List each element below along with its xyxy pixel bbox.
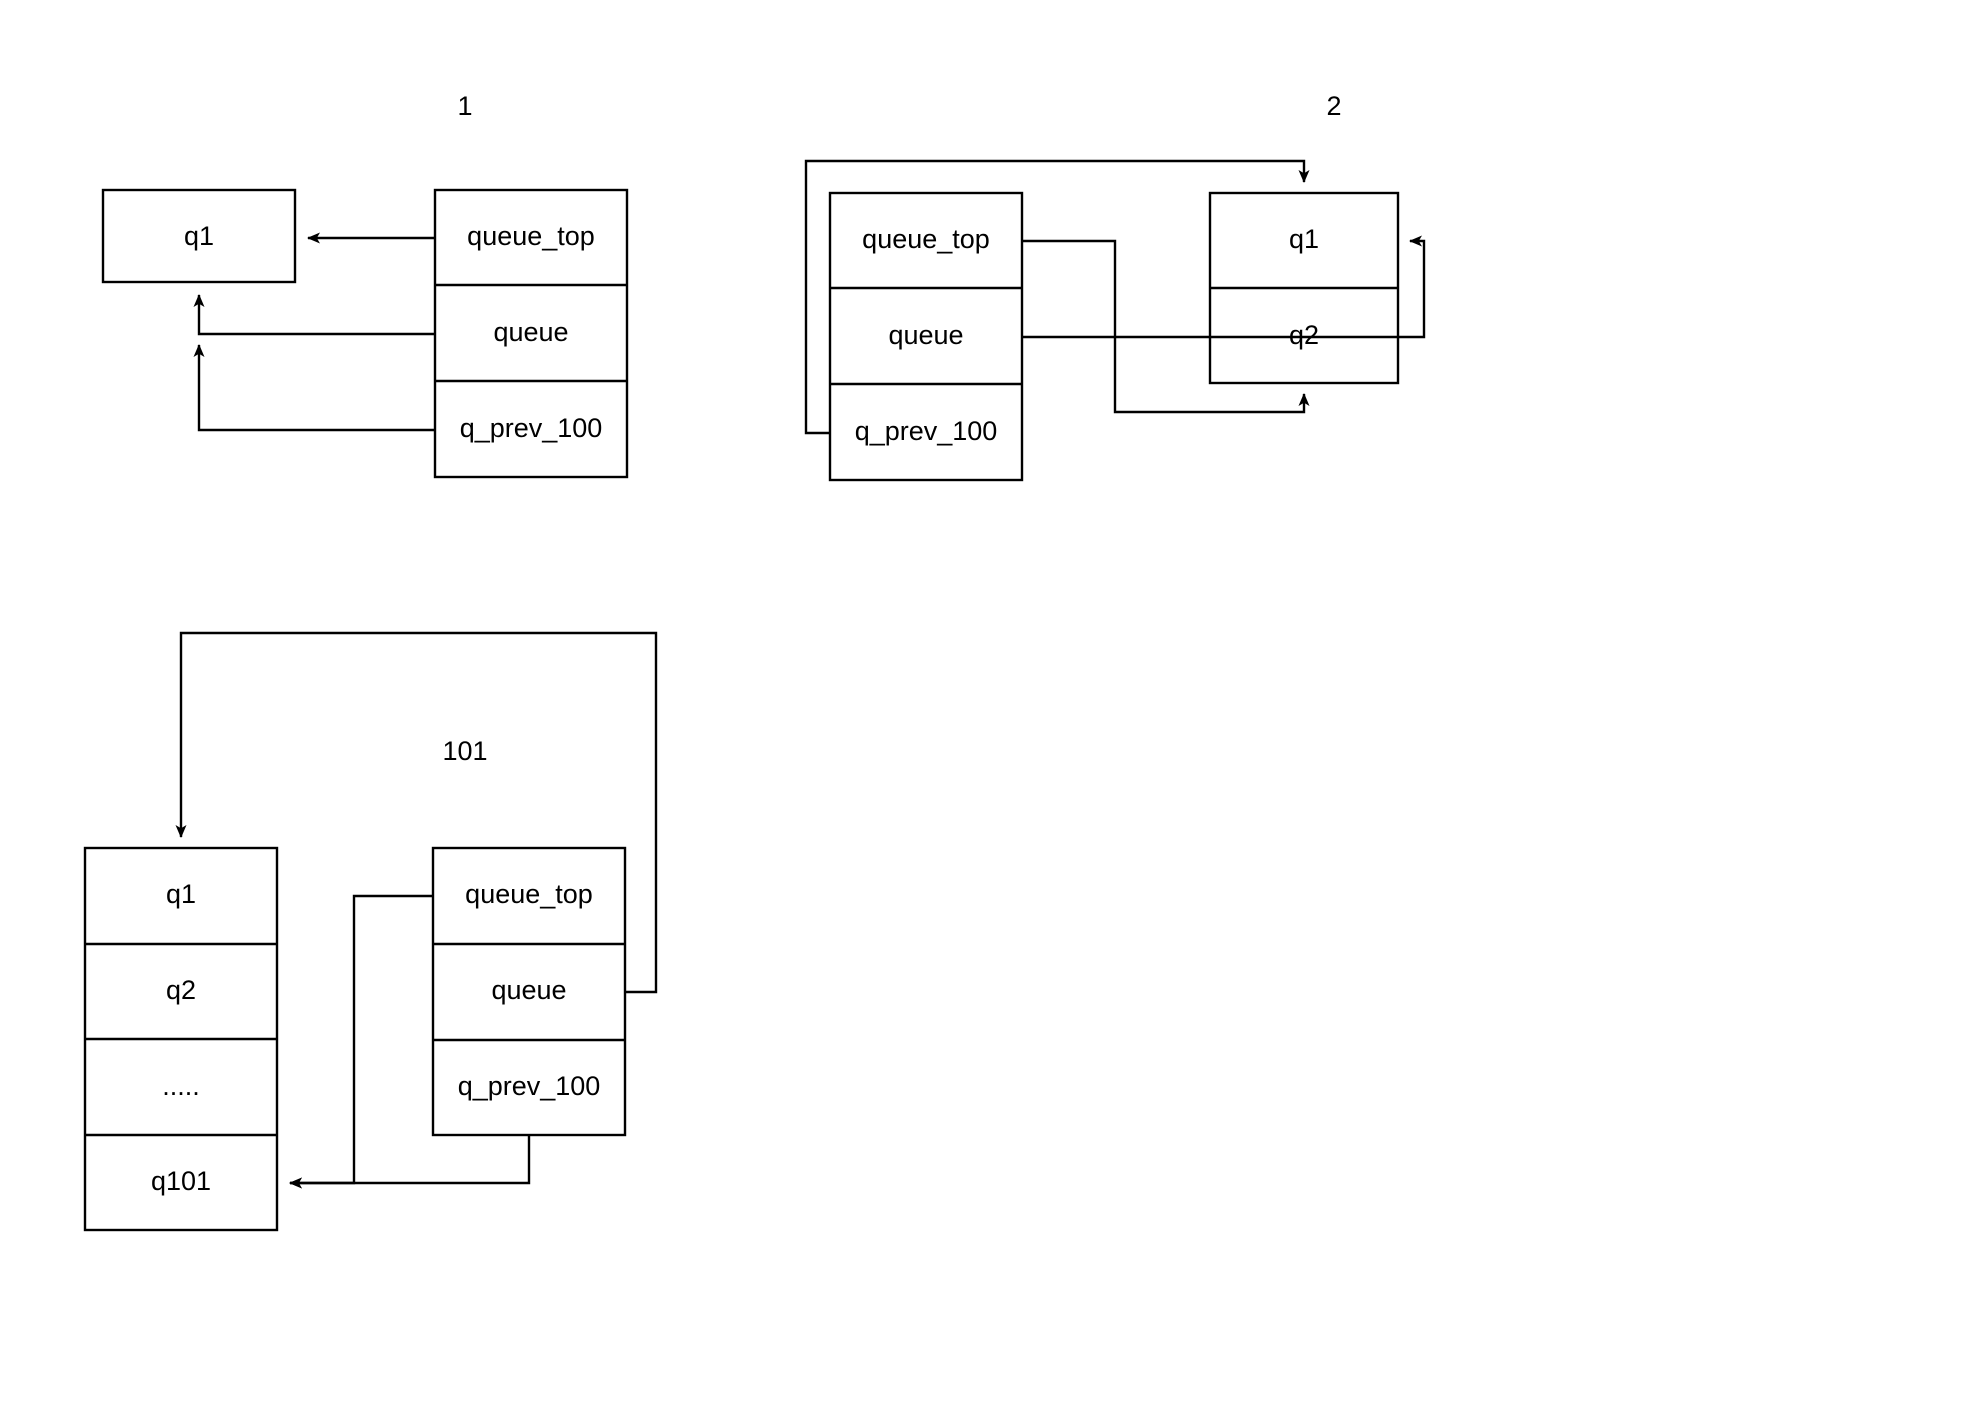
- connector-1-q-prev-100-to-q1: [193, 344, 435, 432]
- connector-2-queue-to-q1: [1022, 235, 1426, 339]
- struct-3-row-q-prev-100: q_prev_100: [458, 1071, 601, 1101]
- queue-struct-1: queue_top queue q_prev_100: [433, 188, 629, 479]
- q-array-2-cell-q2: q2: [1289, 320, 1319, 350]
- struct-2-row-queue-top: queue_top: [862, 224, 990, 254]
- panel-2-title: 2: [1326, 91, 1341, 121]
- connector-1-queue-to-q1: [193, 294, 435, 336]
- connector-3-queue-to-q1: [175, 631, 658, 994]
- struct-1-outline: [433, 188, 629, 479]
- panel-1-title: 1: [457, 91, 472, 121]
- q1-cell-label: q1: [184, 221, 214, 251]
- q-array-3-cell-q101: q101: [151, 1166, 211, 1196]
- q1-cell-box: [101, 188, 297, 284]
- connector-2-q-prev-100-to-q1: [804, 159, 1310, 435]
- panel-3-title: 101: [442, 736, 487, 766]
- panel-3: 101 q1 q2 ..... q101 queue_top queue q_p…: [83, 631, 658, 1232]
- connector-2-queue-top-to-q2: [1022, 239, 1310, 414]
- struct-2-outline: [828, 191, 1024, 482]
- struct-3-row-queue-top: queue_top: [465, 879, 593, 909]
- queue-struct-3: queue_top queue q_prev_100: [431, 846, 627, 1137]
- struct-1-row-queue: queue: [493, 317, 568, 347]
- struct-3-row-queue: queue: [491, 975, 566, 1005]
- struct-2-row-queue: queue: [888, 320, 963, 350]
- struct-1-row-queue-top: queue_top: [467, 221, 595, 251]
- q-array-2-cell-q1: q1: [1289, 224, 1319, 254]
- q-array-3-cell-q2: q2: [166, 975, 196, 1005]
- connector-3-q-prev-100-to-q101: [289, 1135, 531, 1189]
- struct-2-row-q-prev-100: q_prev_100: [855, 416, 998, 446]
- q-array-3-cell-q1: q1: [166, 879, 196, 909]
- struct-1-row-q-prev-100: q_prev_100: [460, 413, 603, 443]
- q-array-3-cell-ellipsis: .....: [162, 1071, 200, 1101]
- queue-array-3: q1 q2 ..... q101: [83, 846, 279, 1232]
- connector-3-queue-top-to-q101: [289, 894, 433, 1189]
- panel-2: 2 queue_top queue q_prev_100 q1 q2: [804, 91, 1426, 482]
- queue-array-2: q1 q2: [1208, 191, 1400, 385]
- panel-1: 1 q1 queue_top queue q_prev_100: [101, 91, 629, 479]
- queue-struct-2: queue_top queue q_prev_100: [828, 191, 1024, 482]
- queue-array-1: q1: [101, 188, 297, 284]
